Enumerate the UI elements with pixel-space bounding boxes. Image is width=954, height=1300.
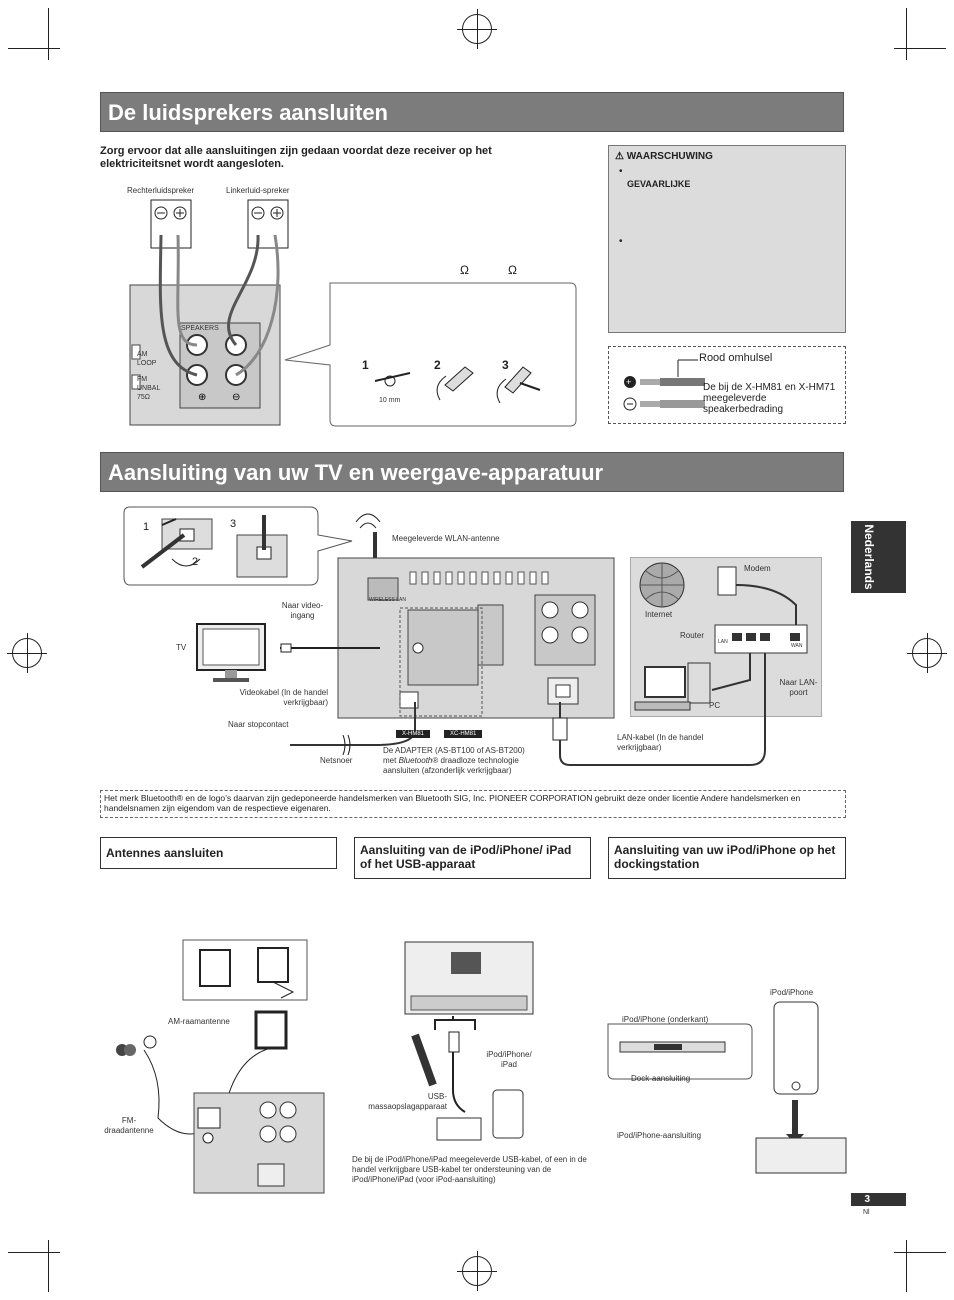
- registration-mark: [457, 1251, 497, 1291]
- language-tab: Nederlands: [851, 521, 906, 593]
- warning-box: ⚠ WAARSCHUWING • GEVAARLIJKE •: [608, 145, 846, 333]
- crop-mark: [8, 1252, 60, 1253]
- label-right-speaker: Rechterluidspreker: [127, 186, 195, 195]
- intro-text: Zorg ervoor dat alle aansluitingen zijn …: [100, 145, 492, 170]
- pc-label: PC: [709, 701, 721, 710]
- wlan-antenna-inset: [123, 506, 353, 586]
- antenna-drawing: [116, 939, 325, 1194]
- ipod-connector-label: iPod/iPhone-aansluiting: [617, 1131, 702, 1140]
- usb-drawing: [404, 941, 534, 1141]
- label-left-speaker: Linkerluid-spreker: [226, 186, 290, 195]
- step-1: 1: [362, 358, 369, 372]
- usb-storage-label: USB-massaopslagapparaat: [368, 1092, 447, 1111]
- page-language: Nl: [863, 1209, 870, 1216]
- registration-mark: [7, 633, 47, 673]
- am-antenna-label: AM-raamantenne: [168, 1017, 230, 1026]
- crop-mark: [906, 8, 907, 60]
- ipod-iphone-ipad-label: iPod/iPhone/ iPad: [486, 1050, 532, 1069]
- cable-drawing: +: [623, 359, 705, 411]
- modem-label: Modem: [744, 564, 771, 573]
- section-title-tv: Aansluiting van uw TV en weergave-appara…: [100, 452, 844, 492]
- svg-text:⊖: ⊖: [232, 392, 240, 403]
- video-cable-label: Videokabel (In de handel verkrijgbaar): [239, 688, 328, 707]
- registration-mark: [457, 9, 497, 49]
- crop-mark: [48, 1240, 49, 1292]
- subhead-antennas: Antennes aansluiten: [100, 837, 337, 869]
- step-2: 2: [434, 358, 441, 372]
- svg-text:⊕: ⊕: [198, 392, 206, 403]
- router-label: Router: [680, 631, 705, 640]
- video-input-label: Naar video-ingang: [281, 601, 324, 620]
- crop-mark: [8, 48, 60, 49]
- router-wan-label: WAN: [791, 643, 803, 649]
- model-tag-a: X-HM81: [396, 730, 431, 738]
- router-lan-label: LAN: [718, 639, 728, 645]
- page-number: 3: [851, 1193, 906, 1206]
- ohm-symbol-1: Ω: [460, 263, 469, 277]
- inset-step-2: 2: [192, 556, 199, 568]
- wlan-antenna-label: Meegeleverde WLAN-antenne: [392, 534, 500, 543]
- wireless-lan-label: WIRELESS LAN: [369, 597, 406, 603]
- tv-label: TV: [176, 643, 187, 652]
- warning-bullet-2: •: [619, 236, 623, 247]
- registration-mark: [907, 633, 947, 673]
- warning-icon: ⚠: [615, 151, 624, 162]
- inset-step-3: 3: [230, 518, 237, 530]
- red-sleeve-label: Rood omhulsel: [699, 352, 773, 364]
- lan-cable-label: LAN-kabel (In de handel verkrijgbaar): [617, 733, 704, 752]
- cable-description: De bij de X-HM81 en X-HM71 meegeleverde …: [703, 382, 836, 415]
- label-speakers: SPEAKERS: [181, 325, 219, 332]
- crop-mark: [894, 1252, 946, 1253]
- network-drawing: [559, 562, 808, 766]
- dock-drawing: [607, 1001, 847, 1174]
- crop-mark: [906, 1240, 907, 1292]
- crop-mark: [894, 48, 946, 49]
- to-socket-label: Naar stopcontact: [228, 720, 289, 729]
- trademark-notice: Het merk Bluetooth® en de logo’s daarvan…: [100, 790, 846, 818]
- dock-connector-label: Dock-aansluiting: [631, 1074, 691, 1083]
- adapter-text: De ADAPTER (AS-BT100 of AS-BT200) met Bl…: [383, 746, 525, 775]
- ipod-iphone-label: iPod/iPhone: [770, 988, 814, 997]
- fm-antenna-label: FM-draadantenne: [104, 1116, 154, 1135]
- speaker-diagram: ⊕⊖: [129, 199, 577, 427]
- power-cord-label: Netsnoer: [320, 756, 353, 765]
- svg-text:+: +: [626, 377, 631, 387]
- to-lan-port-label: Naar LAN-poort: [779, 678, 818, 697]
- subhead-ipod-usb: Aansluiting van de iPod/iPhone/ iPad of …: [354, 837, 591, 879]
- usb-description: De bij de iPod/iPhone/iPad meegeleverde …: [352, 1155, 587, 1184]
- step-3: 3: [502, 358, 509, 372]
- internet-label: Internet: [645, 610, 673, 619]
- tv-drawing: [196, 623, 380, 682]
- ipod-bottom-label: iPod/iPhone (onderkant): [622, 1015, 709, 1024]
- strip-length: 10 mm: [379, 397, 401, 404]
- section-title-speakers: De luidsprekers aansluiten: [100, 92, 844, 132]
- warning-bold-text: GEVAARLIJKE: [627, 179, 691, 189]
- warning-title: ⚠ WAARSCHUWING: [615, 151, 713, 162]
- inset-step-1: 1: [143, 521, 150, 533]
- crop-mark: [48, 8, 49, 60]
- ohm-symbol-2: Ω: [508, 263, 517, 277]
- subhead-dock: Aansluiting van uw iPod/iPhone op het do…: [608, 837, 846, 879]
- receiver-back-panel: [337, 513, 615, 719]
- model-tag-b: XC-HM81: [444, 730, 483, 738]
- warning-bullet-1: •: [619, 166, 623, 177]
- cable-box: [608, 346, 846, 424]
- label-am-loop: AM LOOP: [137, 351, 157, 367]
- label-fm-unbal: FM UNBAL 75Ω: [137, 376, 161, 401]
